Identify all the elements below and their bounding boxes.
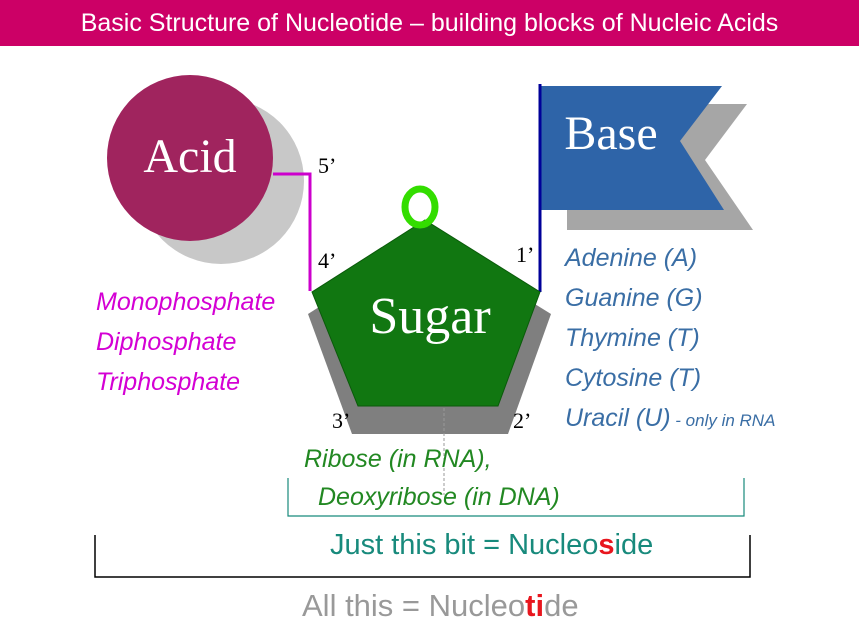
base-item: Uracil (U) - only in RNA <box>565 404 776 432</box>
base-list: Adenine (A) Guanine (G) Thymine (T) Cyto… <box>565 238 775 441</box>
phosphate-list: Monophosphate Diphosphate Triphosphate <box>96 282 275 402</box>
base-flag <box>540 86 724 210</box>
base-item: Adenine (A) <box>565 244 698 272</box>
title-bar: Basic Structure of Nucleotide – building… <box>0 0 859 46</box>
carbon-label-5: 5’ <box>318 153 336 178</box>
carbon-label-2: 2’ <box>513 408 531 433</box>
nucleotide-bracket <box>94 535 751 578</box>
carbon-label-4: 4’ <box>318 248 336 273</box>
phosphate-item: Monophosphate <box>96 288 276 316</box>
rna-only-note: - only in RNA <box>670 411 776 430</box>
sugar-item: Ribose (in RNA), <box>304 445 492 473</box>
phosphate-item: Triphosphate <box>96 368 241 396</box>
nucleoside-bracket <box>287 478 745 517</box>
base-item: Cytosine (T) <box>565 364 702 392</box>
sugar-label: Sugar <box>369 288 490 345</box>
base-item: Guanine (G) <box>565 284 703 312</box>
carbon-label-3: 3’ <box>332 408 350 433</box>
base-label: Base <box>564 107 657 160</box>
page-title: Basic Structure of Nucleotide – building… <box>80 8 779 37</box>
acid-label: Acid <box>143 130 236 183</box>
nucleoside-caption: Just this bit = Nucleoside <box>330 529 654 561</box>
phosphate-connector <box>273 172 312 291</box>
ring-oxygen-icon <box>401 185 439 229</box>
sugar-pentagon <box>311 219 541 407</box>
phosphate-item: Diphosphate <box>96 328 237 356</box>
carbon-label-1: 1’ <box>516 242 534 267</box>
nucleotide-caption: All this = Nucleotide <box>302 588 579 623</box>
base-item: Thymine (T) <box>565 324 700 352</box>
acid-circle <box>107 75 273 241</box>
sugar-list: Ribose (in RNA), Deoxyribose (in DNA) <box>304 440 560 516</box>
sugar-item: Deoxyribose (in DNA) <box>318 483 560 511</box>
